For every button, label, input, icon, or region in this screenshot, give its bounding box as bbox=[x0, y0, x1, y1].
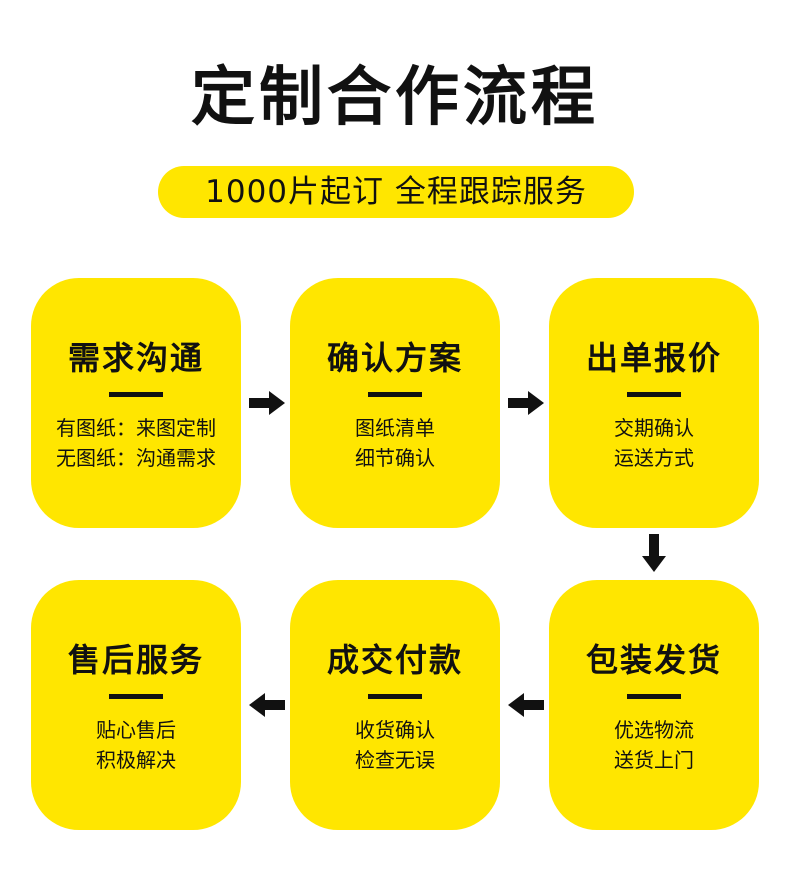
page-title: 定制合作流程 bbox=[191, 61, 599, 135]
step-detail: 送货上门 bbox=[614, 748, 694, 772]
step-title: 成交付款 bbox=[326, 641, 463, 679]
subtitle-banner: 1000片起订 全程跟踪服务 bbox=[158, 166, 634, 218]
step-divider bbox=[368, 694, 422, 699]
step-detail: 贴心售后 bbox=[96, 718, 176, 742]
step-detail: 无图纸：沟通需求 bbox=[56, 446, 216, 470]
step-detail: 积极解决 bbox=[96, 748, 176, 772]
step-card-shipping: 包装发货 优选物流 送货上门 bbox=[549, 580, 759, 830]
arrow-right-icon bbox=[508, 391, 544, 415]
step-title: 出单报价 bbox=[585, 339, 722, 377]
step-title: 包装发货 bbox=[585, 641, 722, 679]
step-card-quote: 出单报价 交期确认 运送方式 bbox=[549, 278, 759, 528]
step-detail: 检查无误 bbox=[355, 748, 435, 772]
step-divider bbox=[368, 392, 422, 397]
step-detail: 优选物流 bbox=[614, 718, 694, 742]
step-detail: 交期确认 bbox=[614, 416, 694, 440]
step-card-after-sales: 售后服务 贴心售后 积极解决 bbox=[31, 580, 241, 830]
step-detail: 图纸清单 bbox=[355, 416, 435, 440]
step-card-confirm-plan: 确认方案 图纸清单 细节确认 bbox=[290, 278, 500, 528]
step-detail: 细节确认 bbox=[355, 446, 435, 470]
arrow-down-icon bbox=[642, 534, 666, 572]
step-title: 确认方案 bbox=[326, 339, 463, 377]
arrow-left-icon bbox=[508, 693, 544, 717]
step-divider bbox=[627, 694, 681, 699]
step-title: 售后服务 bbox=[67, 641, 204, 679]
step-detail: 运送方式 bbox=[614, 446, 694, 470]
arrow-left-icon bbox=[249, 693, 285, 717]
step-divider bbox=[627, 392, 681, 397]
step-title: 需求沟通 bbox=[67, 339, 204, 377]
step-divider bbox=[109, 392, 163, 397]
step-card-requirements: 需求沟通 有图纸：来图定制 无图纸：沟通需求 bbox=[31, 278, 241, 528]
step-divider bbox=[109, 694, 163, 699]
step-detail: 收货确认 bbox=[355, 718, 435, 742]
arrow-right-icon bbox=[249, 391, 285, 415]
step-card-payment: 成交付款 收货确认 检查无误 bbox=[290, 580, 500, 830]
step-detail: 有图纸：来图定制 bbox=[56, 416, 216, 440]
